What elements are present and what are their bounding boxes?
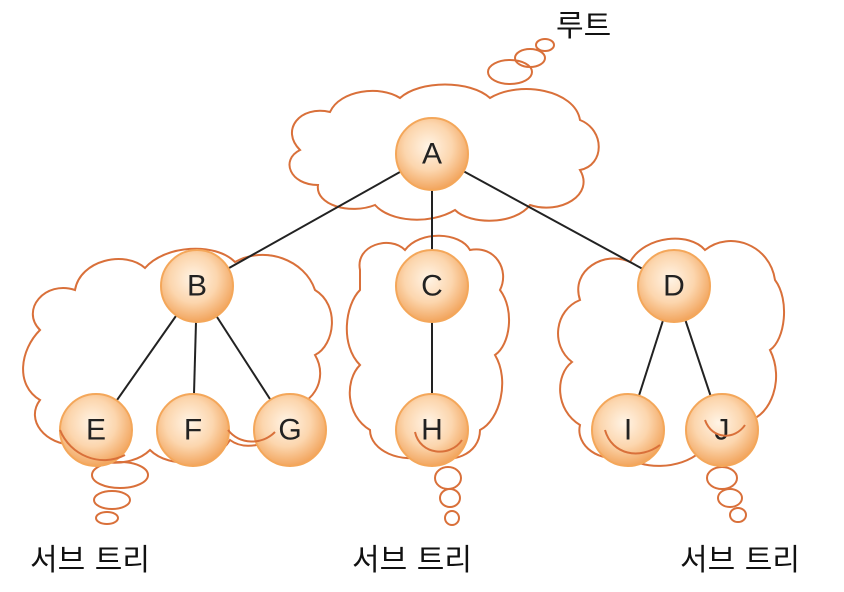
subtree-label-right: 서브 트리 <box>680 543 800 578</box>
node-C: C <box>395 249 469 323</box>
node-E-label: E <box>86 414 106 447</box>
node-I-label: I <box>624 414 632 447</box>
node-D: D <box>637 249 711 323</box>
root-cloud <box>288 38 600 222</box>
node-J: J <box>685 393 759 467</box>
middle-subtree-cloud <box>345 234 511 526</box>
edge-A-B <box>196 153 433 287</box>
node-B: B <box>160 249 234 323</box>
subtree-label-left: 서브 트리 <box>30 543 150 578</box>
node-A-label: A <box>422 138 442 171</box>
node-I: I <box>591 393 665 467</box>
node-D-label: D <box>663 270 685 303</box>
node-G-label: G <box>278 414 301 447</box>
node-H-label: H <box>421 414 443 447</box>
root-label: 루트 <box>556 9 611 44</box>
edge-A-D <box>431 153 675 287</box>
overlap-strokes <box>59 419 746 462</box>
node-A: A <box>395 117 469 191</box>
node-F: F <box>156 393 230 467</box>
node-H: H <box>395 393 469 467</box>
node-J-label: J <box>715 414 730 447</box>
node-F-label: F <box>184 414 202 447</box>
node-E: E <box>59 393 133 467</box>
node-B-label: B <box>187 270 207 303</box>
subtree-label-middle: 서브 트리 <box>352 543 472 578</box>
node-C-label: C <box>421 270 443 303</box>
node-G: G <box>253 393 327 467</box>
